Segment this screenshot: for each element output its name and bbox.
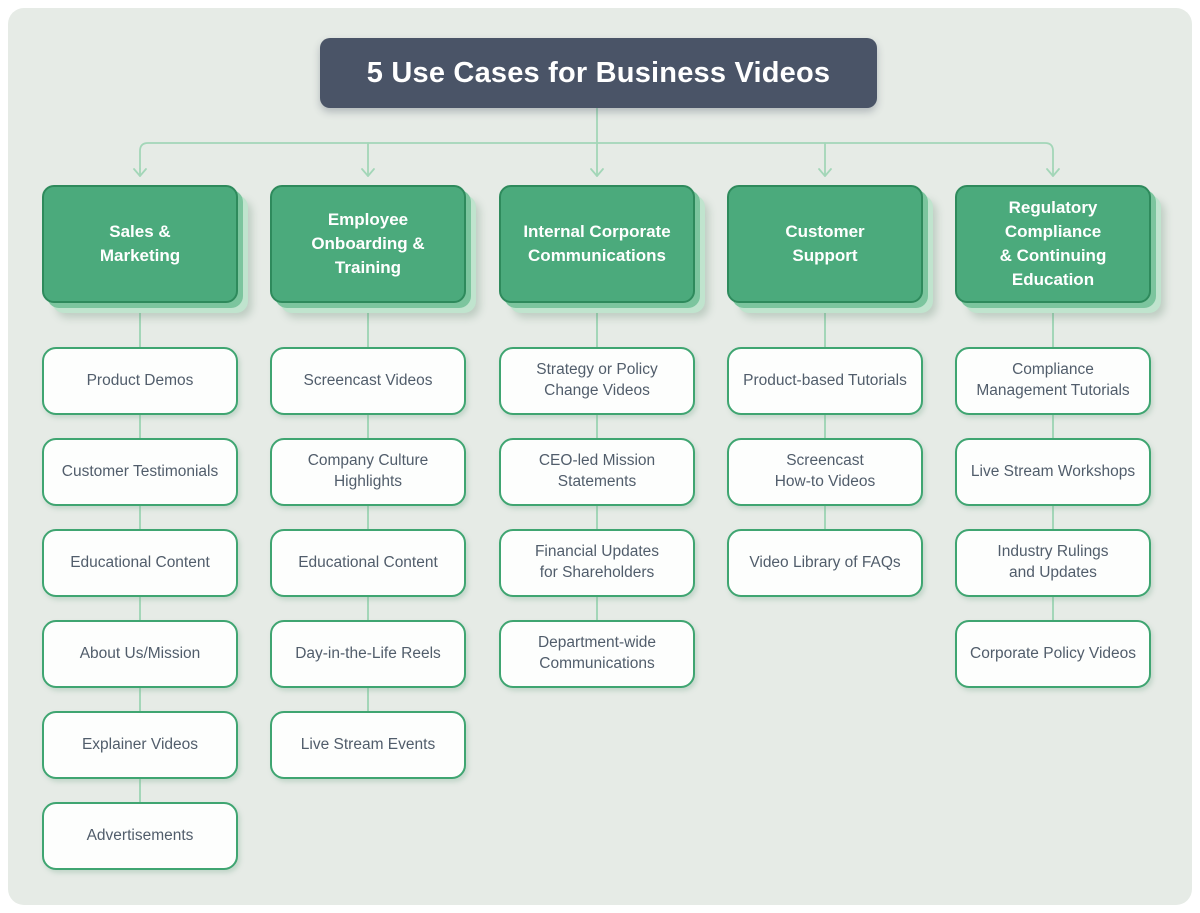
- node-label: Customer Testimonials: [61, 462, 219, 480]
- header-label: Regulatory Compliance & Continuing Educa…: [999, 197, 1107, 290]
- header-label: Internal Corporate Communications: [523, 221, 671, 265]
- connector-line: [367, 415, 369, 438]
- column-employee-onboarding-training: Employee Onboarding & Training Screencas…: [270, 185, 476, 779]
- connector-line: [139, 303, 141, 347]
- connector-line: [824, 506, 826, 529]
- header-label: Customer Support: [785, 221, 865, 265]
- connector-line: [824, 303, 826, 347]
- node-item: Live Stream Events: [270, 711, 466, 779]
- column-regulatory-compliance-continuing-education: Regulatory Compliance & Continuing Educa…: [955, 185, 1161, 688]
- node-item: Strategy or Policy Change Videos: [499, 347, 695, 415]
- node-item: Advertisements: [42, 802, 238, 870]
- node-label: Financial Updates for Shareholders: [534, 543, 660, 581]
- header-node-internal-corporate-communications: Internal Corporate Communications: [499, 185, 705, 313]
- connector-line: [367, 597, 369, 620]
- header-card: Employee Onboarding & Training: [270, 185, 466, 303]
- header-label: Sales & Marketing: [99, 221, 181, 265]
- header-node-employee-onboarding-training: Employee Onboarding & Training: [270, 185, 476, 313]
- node-label: Day-in-the-Life Reels: [295, 644, 441, 662]
- node-item: Day-in-the-Life Reels: [270, 620, 466, 688]
- header-node-customer-support: Customer Support: [727, 185, 933, 313]
- node-item: CEO-led Mission Statements: [499, 438, 695, 506]
- node-label: Industry Rulings and Updates: [997, 543, 1109, 581]
- node-label: Advertisements: [86, 826, 194, 844]
- node-item: Explainer Videos: [42, 711, 238, 779]
- node-label: Live Stream Events: [300, 735, 436, 753]
- header-card: Sales & Marketing: [42, 185, 238, 303]
- node-item: Customer Testimonials: [42, 438, 238, 506]
- node-label: Product-based Tutorials: [743, 371, 907, 389]
- node-item: Company Culture Highlights: [270, 438, 466, 506]
- node-item: Product-based Tutorials: [727, 347, 923, 415]
- node-item: Screencast Videos: [270, 347, 466, 415]
- node-label: Explainer Videos: [81, 735, 199, 753]
- node-label: About Us/Mission: [79, 644, 201, 662]
- header-node-sales-marketing: Sales & Marketing: [42, 185, 248, 313]
- connector-line: [1052, 303, 1054, 347]
- node-label: Screencast How-to Videos: [774, 452, 876, 490]
- node-label: Educational Content: [298, 553, 438, 571]
- connector-line: [139, 415, 141, 438]
- connector-line: [1052, 597, 1054, 620]
- node-label: Product Demos: [86, 371, 194, 389]
- node-label: Compliance Management Tutorials: [976, 361, 1130, 399]
- node-label: Corporate Policy Videos: [970, 644, 1136, 662]
- node-label: Live Stream Workshops: [970, 462, 1136, 480]
- connector-line: [367, 506, 369, 529]
- node-item: Educational Content: [42, 529, 238, 597]
- title-box: 5 Use Cases for Business Videos: [320, 38, 877, 108]
- connector-line: [596, 597, 598, 620]
- node-item: Screencast How-to Videos: [727, 438, 923, 506]
- connector-line: [1052, 506, 1054, 529]
- node-label: CEO-led Mission Statements: [538, 452, 656, 490]
- connector-line: [367, 303, 369, 347]
- connector-line: [367, 688, 369, 711]
- header-card: Internal Corporate Communications: [499, 185, 695, 303]
- header-card: Customer Support: [727, 185, 923, 303]
- node-label: Company Culture Highlights: [307, 452, 429, 490]
- node-item: Video Library of FAQs: [727, 529, 923, 597]
- column-customer-support: Customer Support Product-based Tutorials…: [727, 185, 933, 597]
- node-item: Product Demos: [42, 347, 238, 415]
- column-sales-marketing: Sales & Marketing Product Demos Customer…: [42, 185, 248, 870]
- node-item: Educational Content: [270, 529, 466, 597]
- connector-line: [596, 303, 598, 347]
- node-item: Live Stream Workshops: [955, 438, 1151, 506]
- node-item: Corporate Policy Videos: [955, 620, 1151, 688]
- node-item: Financial Updates for Shareholders: [499, 529, 695, 597]
- node-item: Department-wide Communications: [499, 620, 695, 688]
- header-node-regulatory-compliance: Regulatory Compliance & Continuing Educa…: [955, 185, 1161, 313]
- node-label: Educational Content: [70, 553, 210, 571]
- node-label: Strategy or Policy Change Videos: [536, 361, 658, 399]
- connector-line: [1052, 415, 1054, 438]
- connector-line: [596, 415, 598, 438]
- node-label: Screencast Videos: [303, 371, 433, 389]
- node-label: Video Library of FAQs: [749, 553, 901, 571]
- column-internal-corporate-communications: Internal Corporate Communications Strate…: [499, 185, 705, 688]
- connector-line: [596, 506, 598, 529]
- node-item: About Us/Mission: [42, 620, 238, 688]
- connector-line: [824, 415, 826, 438]
- page-title: 5 Use Cases for Business Videos: [366, 56, 831, 89]
- connector-line: [139, 779, 141, 802]
- connector-line: [139, 688, 141, 711]
- connector-line: [139, 506, 141, 529]
- node-item: Industry Rulings and Updates: [955, 529, 1151, 597]
- connector-line: [139, 597, 141, 620]
- node-item: Compliance Management Tutorials: [955, 347, 1151, 415]
- header-label: Employee Onboarding & Training: [311, 209, 425, 278]
- header-card: Regulatory Compliance & Continuing Educa…: [955, 185, 1151, 303]
- node-label: Department-wide Communications: [537, 634, 657, 672]
